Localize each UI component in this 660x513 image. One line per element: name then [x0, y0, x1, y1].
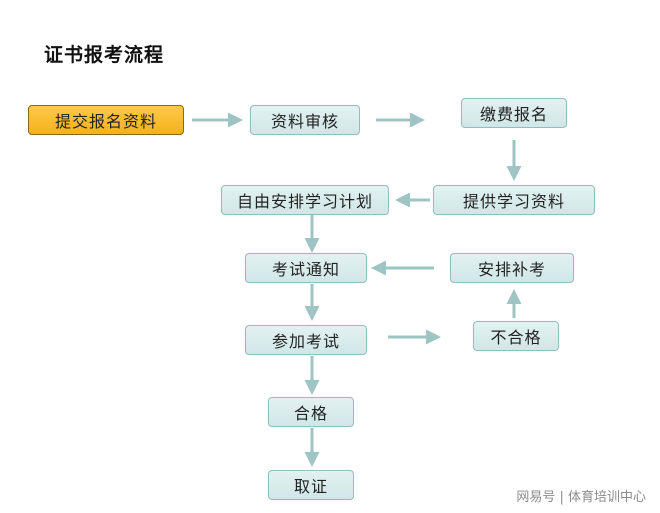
step-take-exam: 参加考试	[245, 325, 367, 355]
step-study-plan: 自由安排学习计划	[221, 185, 389, 215]
step-document-review: 资料审核	[250, 105, 360, 135]
step-provide-materials: 提供学习资料	[433, 185, 595, 215]
step-arrange-retake: 安排补考	[450, 253, 574, 283]
diagram-title: 证书报考流程	[44, 44, 165, 66]
step-fail: 不合格	[473, 321, 559, 351]
step-exam-notice: 考试通知	[245, 253, 367, 283]
step-pay-fee: 缴费报名	[461, 98, 567, 128]
watermark: 网易号 | 体育培训中心	[516, 490, 646, 505]
step-get-certificate: 取证	[268, 470, 354, 500]
step-pass: 合格	[268, 397, 354, 427]
step-submit-application: 提交报名资料	[28, 105, 184, 135]
